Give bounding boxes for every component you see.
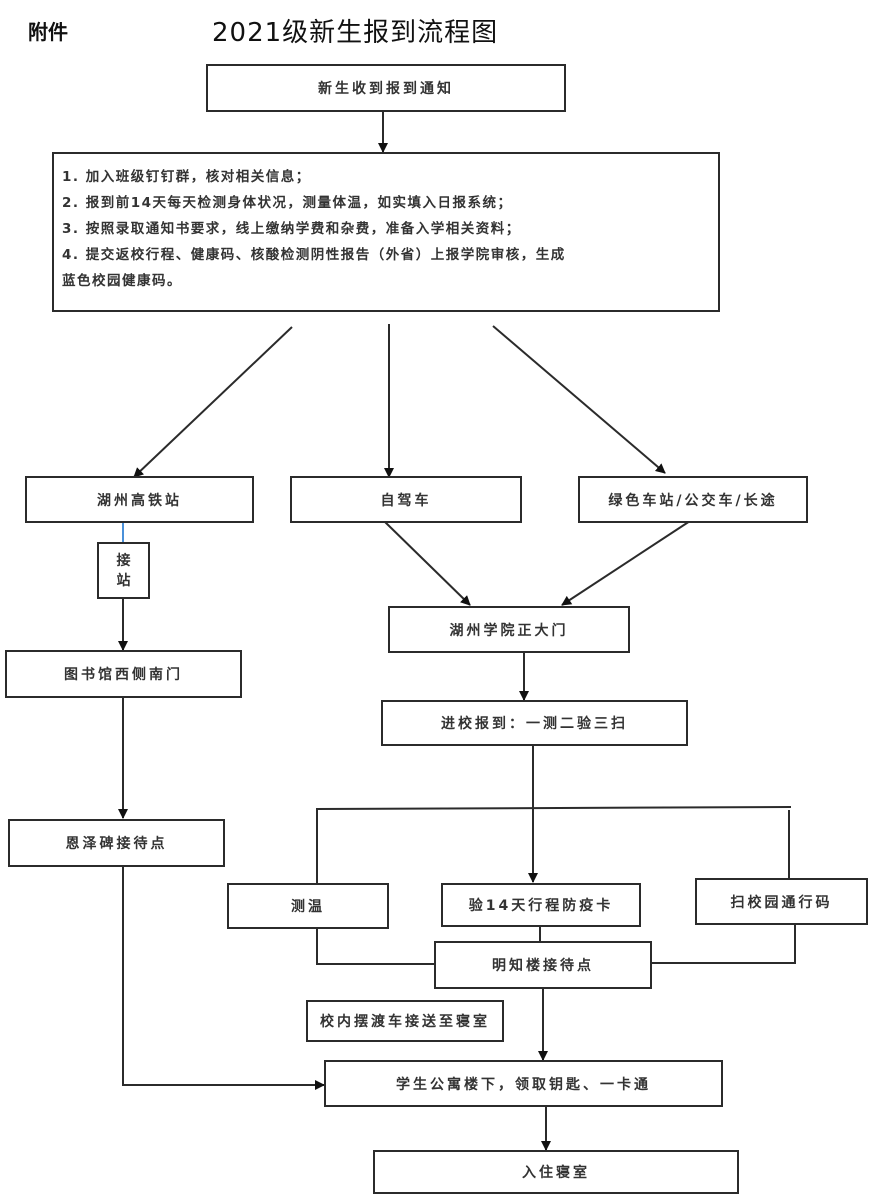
- arrow-steps-to-train: [133, 326, 293, 478]
- node-dorm-pickup: 学生公寓楼下，领取钥匙、一卡通: [324, 1060, 723, 1107]
- node-waiting-point-center: 明知楼接待点: [434, 941, 652, 989]
- connector-code-to-center: [651, 924, 796, 964]
- step-item: 蓝色校园健康码。: [62, 273, 182, 289]
- arrow-bus-to-gate: [561, 520, 691, 606]
- step-item: 1. 加入班级钉钉群，核对相关信息；: [62, 169, 311, 185]
- connector-checkin-branches: [316, 805, 791, 883]
- node-checkin: 进校报到：一测二验三扫: [381, 700, 688, 746]
- node-train-station: 湖州高铁站: [25, 476, 254, 523]
- node-self-drive: 自驾车: [290, 476, 522, 523]
- step-item: 4. 提交返校行程、健康码、核酸检测阴性报告（外省）上报学院审核，生成: [62, 247, 566, 263]
- node-preparation-steps: 1. 加入班级钉钉群，核对相关信息； 2. 报到前14天每天检测身体状况，测量体…: [52, 152, 720, 312]
- node-waiting-point-left: 恩泽碑接待点: [8, 819, 225, 867]
- arrow-steps-to-bus: [492, 325, 666, 474]
- node-bus-station: 绿色车站/公交车/长途: [578, 476, 808, 523]
- node-move-in: 入住寝室: [373, 1150, 739, 1194]
- node-notice: 新生收到报到通知: [206, 64, 566, 112]
- node-station-pickup: 接 站: [97, 542, 150, 599]
- node-main-gate: 湖州学院正大门: [388, 606, 630, 653]
- pickup-char: 接: [116, 552, 131, 569]
- node-library-gate: 图书馆西侧南门: [5, 650, 242, 698]
- step-item: 2. 报到前14天每天检测身体状况，测量体温，如实填入日报系统；: [62, 195, 513, 211]
- node-temp-check: 测温: [227, 883, 389, 929]
- arrow-waiting-to-dorm: [122, 866, 325, 1090]
- step-item: 3. 按照录取通知书要求，线上缴纳学费和杂费，准备入学相关资料；: [62, 221, 521, 237]
- pickup-char: 站: [116, 572, 131, 589]
- attachment-label: 附件: [28, 20, 68, 44]
- connector-temp-to-center: [316, 928, 434, 965]
- page-title: 2021级新生报到流程图: [212, 18, 499, 48]
- arrow-selfdrive-to-gate: [383, 520, 471, 606]
- node-travel-card: 验14天行程防疫卡: [441, 883, 641, 927]
- node-campus-code: 扫校园通行码: [695, 878, 868, 925]
- node-shuttle: 校内摆渡车接送至寝室: [306, 1000, 504, 1042]
